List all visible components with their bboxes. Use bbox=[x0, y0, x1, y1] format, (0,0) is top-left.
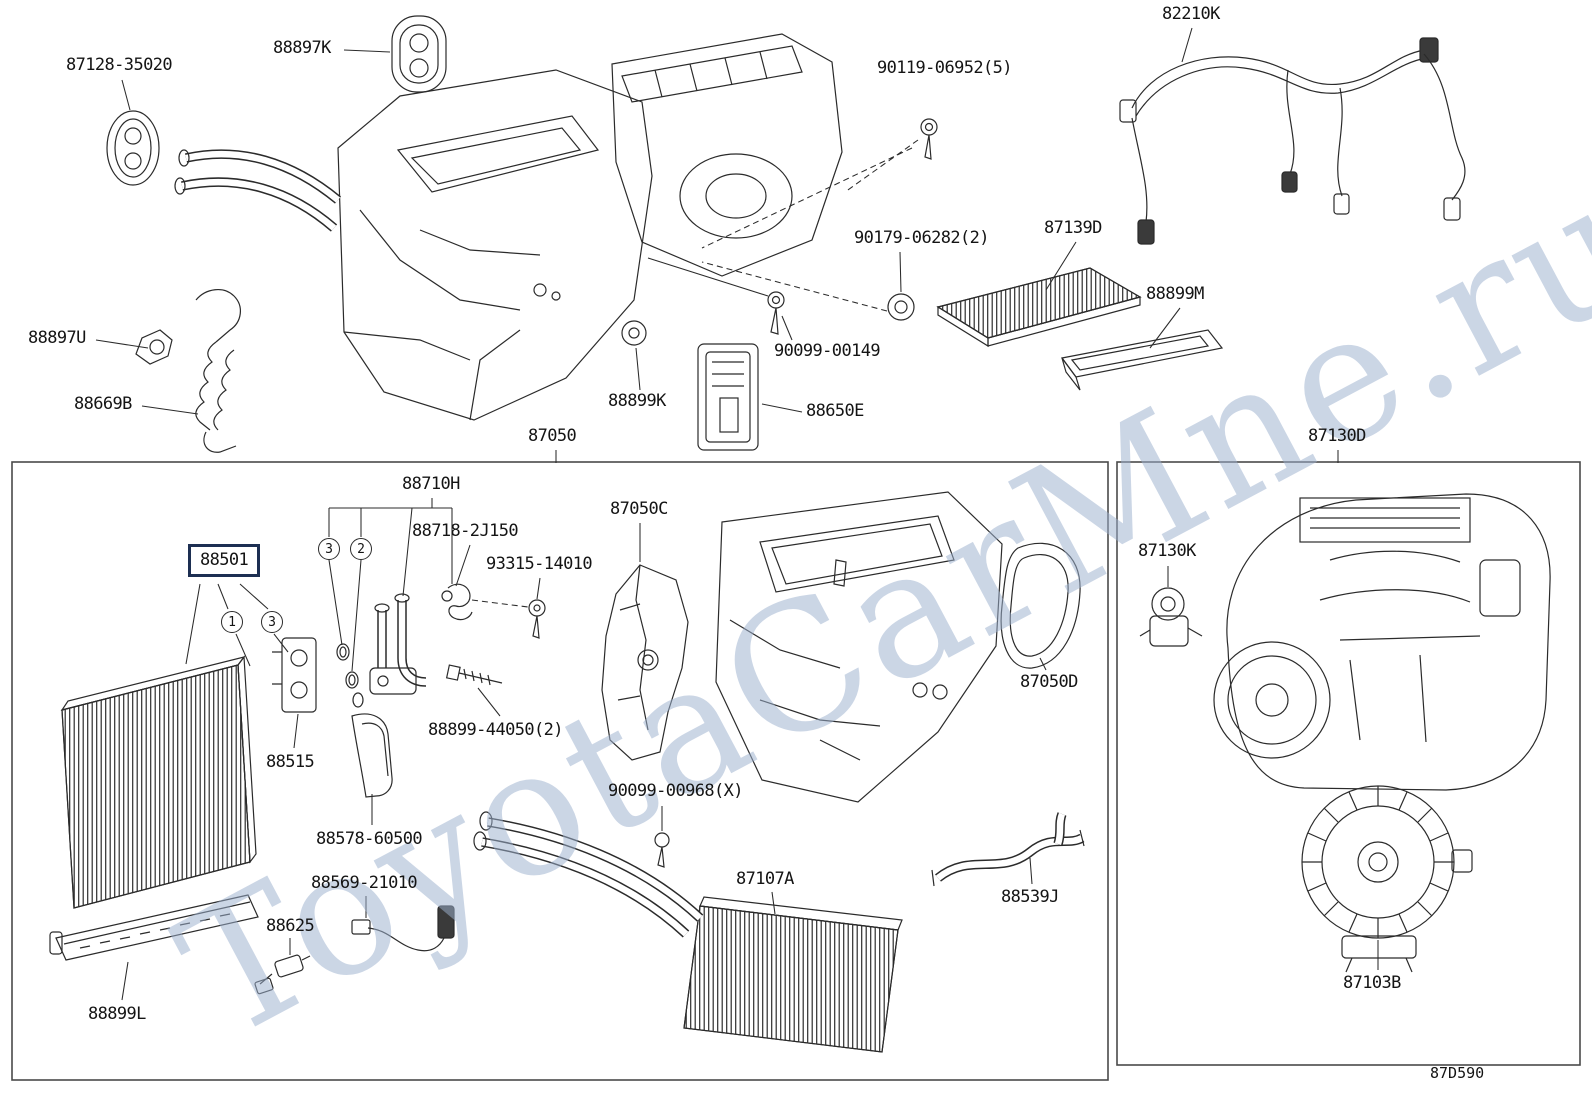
o-ring-seals bbox=[336, 643, 364, 708]
part-label-87050D[interactable]: 87050D bbox=[1020, 672, 1078, 692]
part-label-82210K[interactable]: 82210K bbox=[1162, 4, 1220, 24]
part-label-88569-21010[interactable]: 88569-21010 bbox=[311, 873, 418, 893]
expansion-valve-88515 bbox=[272, 637, 317, 713]
callout-1: 1 bbox=[221, 611, 243, 633]
part-label-87107A[interactable]: 87107A bbox=[736, 869, 794, 889]
part-label-90099-00149[interactable]: 90099-00149 bbox=[774, 341, 881, 361]
part-label-88515[interactable]: 88515 bbox=[266, 752, 315, 772]
screw-90119-06952 bbox=[920, 118, 938, 160]
blower-motor-87103B bbox=[1301, 785, 1473, 973]
part-label-88625[interactable]: 88625 bbox=[266, 916, 315, 936]
callout-2: 2 bbox=[350, 538, 372, 560]
gasket-87050D bbox=[1000, 542, 1081, 669]
connector-88625 bbox=[254, 954, 311, 995]
drain-channel-88899L bbox=[49, 894, 259, 961]
filter-cover-88899M bbox=[1060, 329, 1224, 391]
part-label-88899M[interactable]: 88899M bbox=[1146, 284, 1204, 304]
part-label-90179-06282[interactable]: 90179-06282(2) bbox=[854, 228, 989, 248]
part-label-88539J[interactable]: 88539J bbox=[1001, 887, 1059, 907]
part-label-87130K[interactable]: 87130K bbox=[1138, 541, 1196, 561]
grommet-87128-35020 bbox=[106, 110, 160, 186]
wire-harness-82210K bbox=[1119, 37, 1466, 245]
case-main-87050 bbox=[715, 491, 1003, 803]
grommet-88897K bbox=[391, 15, 447, 93]
amplifier-88650E bbox=[697, 343, 759, 451]
drawing-number: 87D590 bbox=[1430, 1064, 1485, 1082]
hvac-case-assembly bbox=[174, 33, 843, 421]
part-label-88501-highlighted[interactable]: 88501 bbox=[188, 544, 261, 577]
clamp-88718-2J150 bbox=[441, 583, 473, 621]
main-kit-box bbox=[11, 461, 1109, 1081]
grommet-88899K bbox=[621, 320, 647, 346]
callout-3a: 3 bbox=[318, 538, 340, 560]
part-label-87050[interactable]: 87050 bbox=[528, 426, 577, 446]
case-panel-87050C bbox=[601, 564, 689, 761]
part-label-90099-00968[interactable]: 90099-00968(X) bbox=[608, 781, 743, 801]
part-label-88669B[interactable]: 88669B bbox=[74, 394, 132, 414]
part-label-87103B[interactable]: 87103B bbox=[1343, 973, 1401, 993]
part-label-87050C[interactable]: 87050C bbox=[610, 499, 668, 519]
part-label-87139D[interactable]: 87139D bbox=[1044, 218, 1102, 238]
part-label-88899L[interactable]: 88899L bbox=[88, 1004, 146, 1024]
heater-core-87107A bbox=[473, 811, 903, 1053]
cover-88578-60500 bbox=[351, 713, 393, 798]
blower-case-87130D bbox=[1213, 493, 1551, 791]
part-label-88897K[interactable]: 88897K bbox=[273, 38, 331, 58]
part-label-88578-60500[interactable]: 88578-60500 bbox=[316, 829, 423, 849]
bolt-88899-44050 bbox=[445, 664, 503, 686]
screw-90099-00149 bbox=[767, 291, 785, 335]
evaporator-core-88501 bbox=[60, 655, 257, 909]
callout-3b: 3 bbox=[261, 611, 283, 633]
part-label-88899-44050[interactable]: 88899-44050(2) bbox=[428, 720, 563, 740]
servo-motor-87130K bbox=[1139, 587, 1203, 647]
grommet-90179-06282 bbox=[887, 293, 915, 321]
part-label-88897U[interactable]: 88897U bbox=[28, 328, 86, 348]
part-label-87130D[interactable]: 87130D bbox=[1308, 426, 1366, 446]
part-label-88718-2J150[interactable]: 88718-2J150 bbox=[412, 521, 519, 541]
heater-pipes bbox=[174, 149, 342, 232]
part-label-87128-35020[interactable]: 87128-35020 bbox=[66, 55, 173, 75]
part-label-88650E[interactable]: 88650E bbox=[806, 401, 864, 421]
blower-kit-box bbox=[1116, 461, 1581, 1066]
duct-88897U-88669B bbox=[135, 289, 241, 453]
screw-93315-14010 bbox=[528, 599, 546, 639]
part-label-88899K[interactable]: 88899K bbox=[608, 391, 666, 411]
part-label-93315-14010[interactable]: 93315-14010 bbox=[486, 554, 593, 574]
leader-lines bbox=[95, 27, 1379, 1001]
water-hose-88539J bbox=[931, 812, 1085, 887]
pipe-assembly-88710H bbox=[369, 593, 427, 695]
part-label-88710H[interactable]: 88710H bbox=[402, 474, 460, 494]
part-label-90119-06952[interactable]: 90119-06952(5) bbox=[877, 58, 1012, 78]
screw-90099-00968 bbox=[654, 832, 670, 868]
wire-88569-21010 bbox=[351, 905, 455, 952]
cabin-filter-87139D bbox=[936, 267, 1142, 348]
